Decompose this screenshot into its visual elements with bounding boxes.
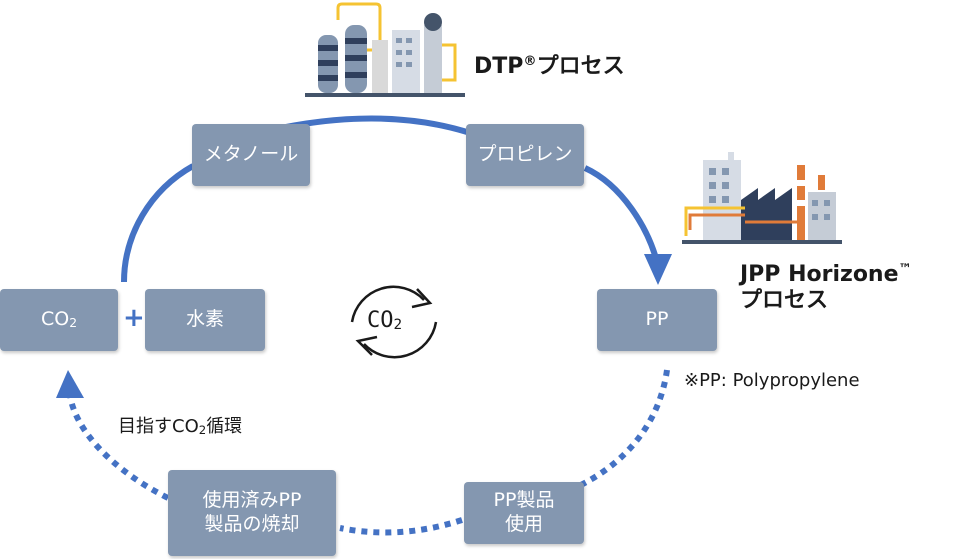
node-pp-products-line1: PP製品 <box>493 489 555 512</box>
node-propylene: プロピレン <box>466 124 584 186</box>
arrow-propylene-to-pp <box>583 165 660 263</box>
factory-icon <box>682 152 842 244</box>
node-used-pp-line1: 使用済みPP <box>202 489 302 512</box>
arrowhead-pp <box>644 254 672 285</box>
node-pp: PP <box>597 289 717 351</box>
cycle-caption: 目指すCO2循環 <box>118 416 243 437</box>
node-pp-products-line2: 使用 <box>504 513 543 535</box>
node-methanol-label: メタノール <box>203 143 299 166</box>
jpp-process-label: JPP Horizone™ プロセス <box>740 262 912 314</box>
dtp-process-label: DTP®プロセス <box>474 54 625 79</box>
node-co2-label: CO2 <box>40 308 78 331</box>
node-pp-products: PP製品 使用 <box>464 482 584 544</box>
node-co2: CO2 <box>0 289 118 351</box>
arrow-pp-to-pp-products <box>568 369 670 493</box>
node-used-pp-line2: 製品の焼却 <box>204 513 300 535</box>
pp-footnote: ※PP: Polypropylene <box>684 370 860 391</box>
node-hydrogen: 水素 <box>145 289 265 351</box>
arrow-pp-products-to-used-pp <box>339 517 463 536</box>
node-pp-label: PP <box>645 308 669 331</box>
chemical-plant-icon <box>305 2 465 97</box>
node-propylene-label: プロピレン <box>477 143 573 166</box>
center-co2-label: CO2 <box>367 308 403 334</box>
arrow-co2-to-methanol <box>121 163 195 283</box>
co2-recycle-icon <box>350 285 438 359</box>
node-hydrogen-label: 水素 <box>185 308 224 331</box>
node-methanol: メタノール <box>192 124 310 186</box>
plus-sign: + <box>123 303 145 333</box>
arrow-used-pp-to-co2 <box>67 394 170 501</box>
node-used-pp: 使用済みPP 製品の焼却 <box>168 470 336 556</box>
arrowhead-co2 <box>56 370 84 398</box>
